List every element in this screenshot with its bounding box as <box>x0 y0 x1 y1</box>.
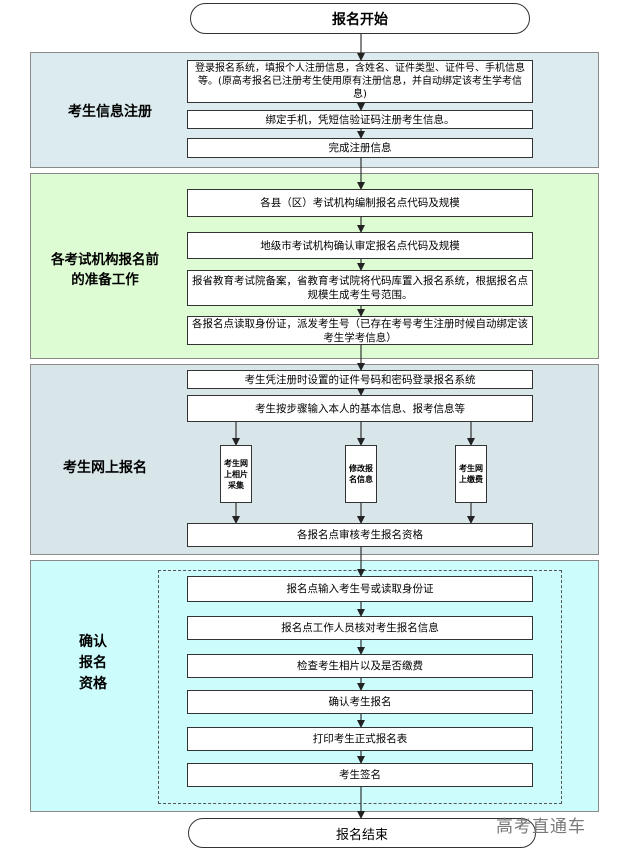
start-terminal: 报名开始 <box>190 3 530 34</box>
step-read-id-assign-number: 各报名点读取身份证，派发考生号（已存在考号考生注册时候自动绑定该考生学考信息） <box>187 316 533 345</box>
step-complete-registration: 完成注册信息 <box>187 138 533 158</box>
section-label-online-registration: 考生网上报名 <box>63 460 147 476</box>
step-review-qualification: 各报名点审核考生报名资格 <box>187 523 533 547</box>
step-confirm-registration: 确认考生报名 <box>187 690 533 714</box>
section-label-preparation: 各考试机构报名前的准备工作 <box>51 252 159 288</box>
step-verify-info: 报名点工作人员核对考生报名信息 <box>187 616 533 640</box>
branch-photo-collection: 考生网上相片采集 <box>220 445 252 503</box>
branch-modify-info: 修改报名信息 <box>345 445 377 503</box>
step-bind-phone: 绑定手机，凭短信验证码注册考生信息。 <box>187 110 533 129</box>
branch-online-payment: 考生网上缴费 <box>455 445 487 503</box>
step-print-form: 打印考生正式报名表 <box>187 727 533 751</box>
section-label-confirm-qualification: 确认报名资格 <box>79 633 107 692</box>
step-county-codes: 各县（区）考试机构编制报名点代码及规模 <box>187 189 533 217</box>
step-enter-number-read-id: 报名点输入考生号或读取身份证 <box>187 576 533 602</box>
step-city-confirm: 地级市考试机构确认审定报名点代码及规模 <box>187 232 533 259</box>
step-sign: 考生签名 <box>187 763 533 787</box>
section-label-registration: 考生信息注册 <box>68 104 152 120</box>
end-terminal: 报名结束 <box>188 818 536 848</box>
step-enter-personal-info: 考生按步骤输入本人的基本信息、报考信息等 <box>187 395 533 422</box>
step-login-with-credentials: 考生凭注册时设置的证件号码和密码登录报名系统 <box>187 370 533 389</box>
watermark-text: 高考直通车 <box>496 817 586 837</box>
step-login-fill-info: 登录报名系统，填报个人注册信息，含姓名、证件类型、证件号、手机信息等。(原高考报… <box>187 60 533 103</box>
step-check-photo-payment: 检查考生相片以及是否缴费 <box>187 654 533 678</box>
step-province-filing: 报省教育考试院备案，省教育考试院将代码库置入报名系统，根据报名点规模生成考生号范… <box>187 270 533 306</box>
